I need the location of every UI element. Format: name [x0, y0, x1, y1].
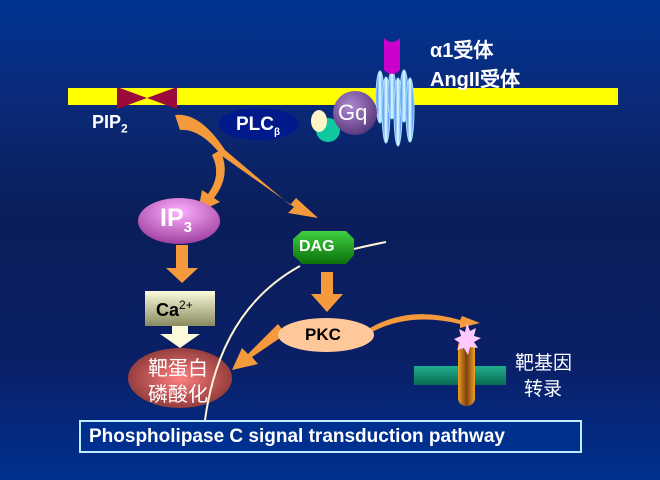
plc-label: PLCβ: [236, 114, 280, 138]
ip3-label-main: IP: [160, 204, 184, 232]
pkc-label: PKC: [305, 325, 341, 344]
calcium-arrow: [160, 326, 200, 348]
membrane-curve: [204, 241, 387, 421]
arrow-pkc-to-gene: [370, 314, 480, 332]
gq-label: Gq: [338, 100, 368, 125]
calcium-node: [145, 291, 215, 326]
pip2-molecule: [117, 87, 177, 109]
calcium-label-sup: 2+: [179, 298, 193, 312]
plc-beta: [219, 108, 299, 140]
activation-burst: [454, 323, 481, 355]
target-protein-label-line1: 靶蛋白: [148, 356, 208, 380]
g-gamma-subunit: [311, 110, 327, 132]
ligand: [384, 38, 400, 74]
slide-title-box: Phospholipase C signal transduction path…: [79, 420, 582, 453]
dag-node: [293, 231, 354, 264]
pkc-node: [278, 318, 374, 352]
receptor-helices: [375, 69, 415, 147]
gq-subunit: [333, 91, 377, 135]
dag-label: DAG: [299, 238, 335, 255]
receptor-label-alpha1: α1受体: [430, 40, 494, 62]
target-protein-node: [128, 348, 232, 408]
pip2-label-sub: 2: [121, 121, 128, 136]
arrow-pip2-to-dag: [175, 114, 318, 218]
ip3-node: [138, 198, 220, 244]
target-gene-label-line2: 转录: [524, 378, 563, 400]
arrow-to-ip3: [198, 150, 225, 212]
pip2-label-main: PIP: [92, 112, 122, 132]
calcium-label: Ca2+: [156, 298, 193, 321]
target-protein-label-line2: 磷酸化: [148, 382, 208, 406]
plc-label-main: PLC: [236, 114, 274, 135]
target-gene-label-line1: 靶基因: [515, 352, 573, 374]
arrow-ip3-to-ca-shaft: [176, 245, 188, 270]
pip2-label: PIP2: [92, 112, 128, 136]
arrow-pkc-to-protein: [232, 324, 286, 370]
receptor-label-angii: AngII受体: [430, 69, 520, 91]
arrow-dag-to-pkc-head: [311, 294, 343, 312]
ip3-label-sub: 3: [183, 219, 192, 236]
arrow-ip3-to-ca-head: [166, 268, 198, 283]
ip3-label: IP3: [160, 204, 192, 236]
gene-marker: [458, 338, 475, 406]
calcium-label-main: Ca: [156, 300, 180, 320]
arrows: [166, 114, 480, 370]
arrow-dag-to-pkc-shaft: [321, 272, 333, 296]
plc-label-sub: β: [274, 126, 281, 138]
